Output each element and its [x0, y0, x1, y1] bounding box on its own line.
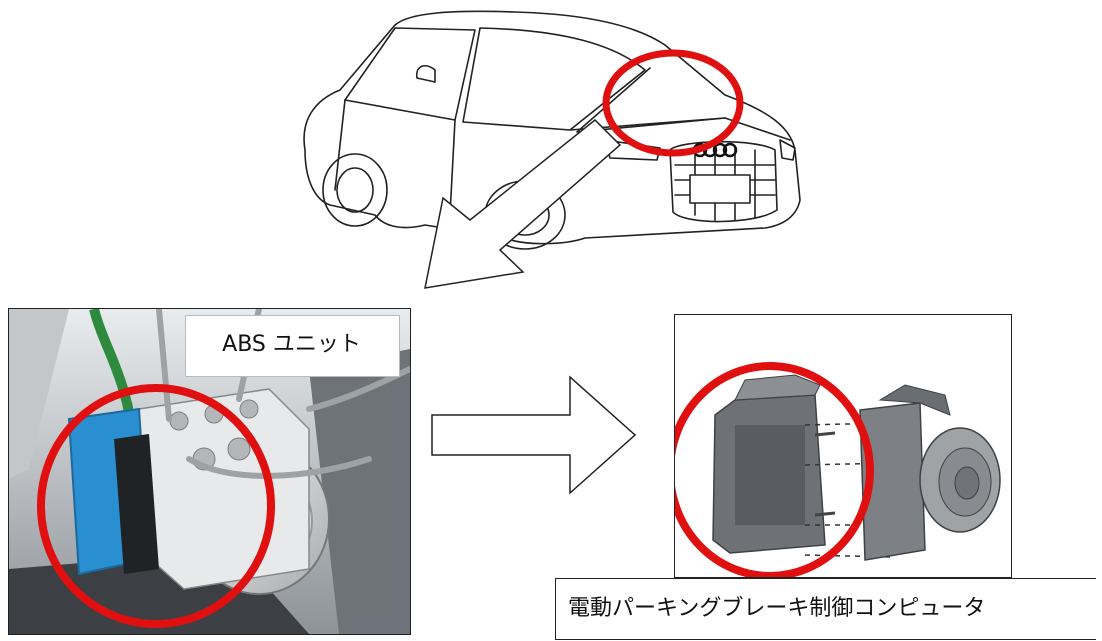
abs-unit-photo	[8, 308, 411, 635]
arrow-down-left-icon	[424, 118, 622, 289]
ecu-exploded-view	[674, 314, 1012, 578]
arrow-right-icon	[431, 375, 637, 495]
abs-label-box	[185, 315, 400, 377]
caption-box	[555, 578, 1096, 640]
hood-highlight-circle	[602, 49, 744, 157]
abs-unit-label: ABS ユニット	[222, 332, 361, 357]
ecu-caption: 電動パーキングブレーキ制御コンピュータ	[568, 596, 986, 621]
